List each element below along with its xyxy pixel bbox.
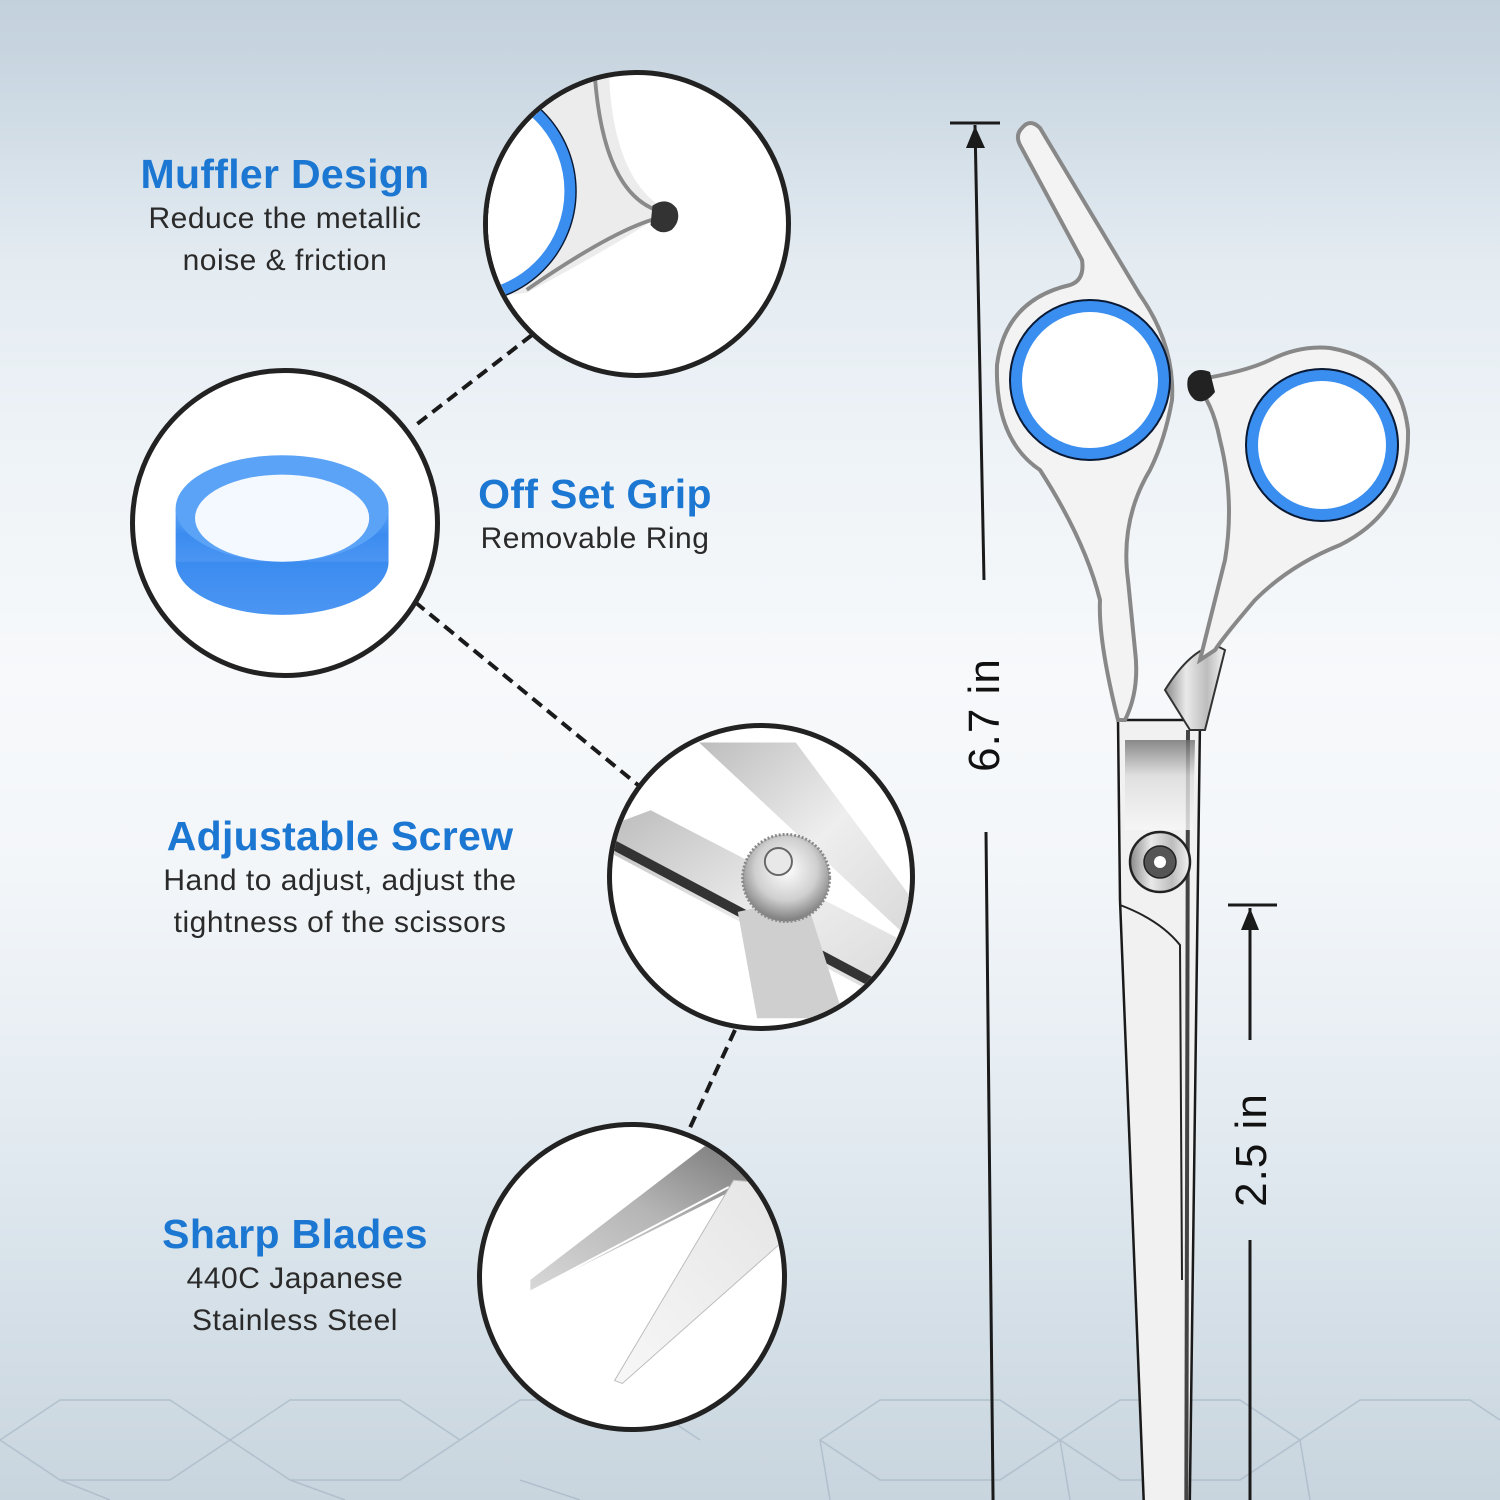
feature-title: Off Set Grip [478,471,712,517]
connector-screw-blades [686,1029,737,1133]
right-finger-ring [1246,369,1398,521]
feature-title: Adjustable Screw [166,813,514,859]
blade-length-label: 2.5 in [1227,1093,1276,1207]
scissors-illustration [994,121,1411,1500]
feature-title: Sharp Blades [162,1211,428,1257]
feature-grip: Off Set Grip Removable Ring [455,470,735,560]
blade-tips-icon [477,1122,787,1432]
feature-desc-line: Hand to adjust, adjust the [163,864,517,897]
feature-desc-line: Stainless Steel [192,1304,398,1337]
feature-desc-line: Reduce the metallic [148,202,422,235]
connector-grip-screw [413,600,640,787]
screw-closeup-icon [607,723,915,1031]
left-finger-ring [1010,300,1170,460]
finger-ring-icon [130,368,440,678]
feature-title: Muffler Design [140,151,430,197]
feature-screw: Adjustable Screw Hand to adjust, adjust … [125,812,555,944]
feature-desc-line: noise & friction [182,244,388,277]
feature-desc-line: tightness of the scissors [173,906,507,939]
total-length-label: 6.7 in [960,658,1009,772]
feature-desc-line: 440C Japanese [186,1262,404,1295]
muffler-closeup-icon [483,70,791,378]
feature-blades: Sharp Blades 440C Japanese Stainless Ste… [130,1210,460,1342]
total-length-dimension [950,121,1000,1500]
feature-desc-line: Removable Ring [480,522,710,555]
feature-muffler: Muffler Design Reduce the metallic noise… [110,150,460,282]
